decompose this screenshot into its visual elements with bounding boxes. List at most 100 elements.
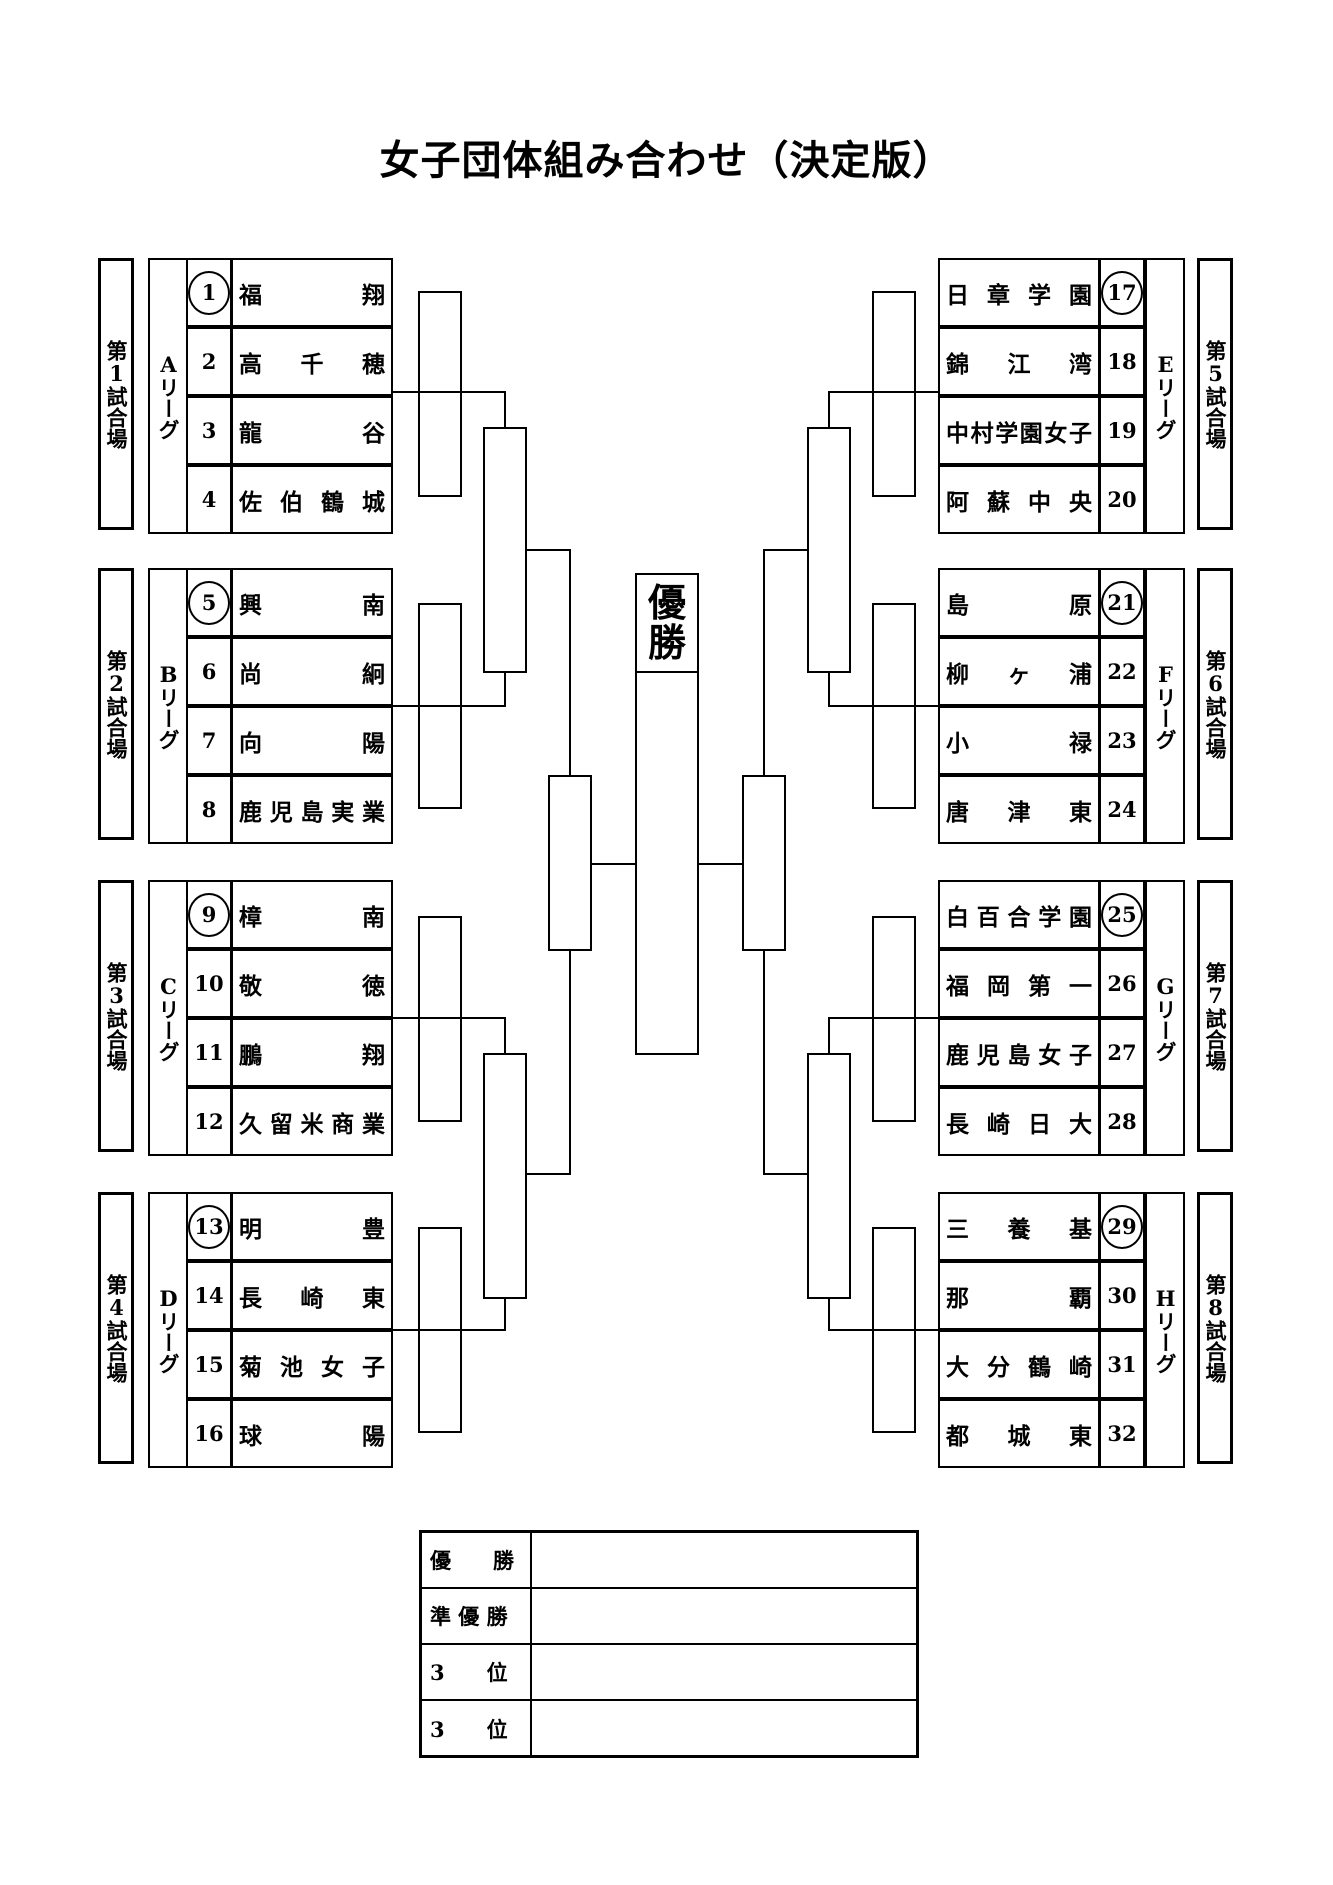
team-name-cell: 那 覇 — [938, 1261, 1100, 1330]
team-name: 福 翔 — [239, 281, 385, 309]
venue-box: 第2試合場 — [98, 568, 134, 840]
venue-box: 第1試合場 — [98, 258, 134, 530]
team-name: 阿蘇中央 — [946, 488, 1092, 516]
team-name-cell: 福 翔 — [231, 258, 393, 327]
team-name-cell: 柳 ヶ 浦 — [938, 637, 1100, 706]
league-box: Bリーグ — [148, 568, 188, 844]
team-name-cell: 中村学園女子 — [938, 396, 1100, 465]
venue-label: 第2試合場 — [104, 649, 129, 759]
bracket-line — [526, 549, 571, 776]
team-name-cell: 日章学園 — [938, 258, 1100, 327]
team-number-text: 28 — [1107, 1109, 1137, 1134]
team-name: 尚 絅 — [239, 660, 385, 688]
bracket-box — [807, 1053, 851, 1299]
venue-box: 第4試合場 — [98, 1192, 134, 1464]
team-number: 28 — [1099, 1087, 1145, 1156]
bracket-line — [828, 672, 938, 707]
venue-label: 第4試合場 — [104, 1273, 129, 1383]
team-number-text: 18 — [1107, 349, 1137, 374]
team-name-cell: 向 陽 — [231, 706, 393, 775]
team-name: 長崎日大 — [946, 1110, 1092, 1138]
team-name: 鹿児島実業 — [239, 798, 385, 826]
team-name: 樟 南 — [239, 903, 385, 931]
result-value[interactable] — [532, 1589, 916, 1643]
team-name-cell: 高 千 穂 — [231, 327, 393, 396]
result-value[interactable] — [532, 1533, 916, 1587]
seed-circle: 1 — [188, 270, 230, 315]
bracket-box — [483, 1053, 527, 1299]
team-number-text: 20 — [1107, 487, 1137, 512]
team-number-text: 24 — [1107, 797, 1137, 822]
team-number-text: 1 — [201, 280, 217, 305]
team-number-text: 2 — [201, 349, 217, 374]
team-name: 向 陽 — [239, 729, 385, 757]
team-name-cell: 久留米商業 — [231, 1087, 393, 1156]
team-name: 都 城 東 — [946, 1422, 1092, 1450]
team-number-text: 9 — [201, 902, 217, 927]
result-value[interactable] — [532, 1701, 916, 1757]
champion-label-char: 優 — [647, 580, 686, 626]
team-number: 17 — [1099, 258, 1145, 327]
team-number-text: 19 — [1107, 418, 1137, 443]
team-number: 11 — [186, 1018, 232, 1087]
result-label: 準 優 勝 — [422, 1589, 532, 1643]
team-name: 小 禄 — [946, 729, 1092, 757]
team-name: 柳 ヶ 浦 — [946, 660, 1092, 688]
seed-circle: 5 — [188, 580, 230, 625]
team-name-cell: 興 南 — [231, 568, 393, 637]
team-name-cell: 長崎日大 — [938, 1087, 1100, 1156]
team-number: 32 — [1099, 1399, 1145, 1468]
team-number: 7 — [186, 706, 232, 775]
bracket-box — [872, 291, 916, 497]
team-name: 興 南 — [239, 591, 385, 619]
result-row-third: 3 位 — [422, 1645, 916, 1701]
team-name-cell: 大分鶴崎 — [938, 1330, 1100, 1399]
team-number-text: 4 — [201, 487, 217, 512]
venue-label: 第7試合場 — [1203, 961, 1228, 1071]
team-number-text: 23 — [1107, 728, 1137, 753]
bracket-line — [393, 672, 506, 707]
team-number: 26 — [1099, 949, 1145, 1018]
team-name: 白百合学園 — [946, 903, 1092, 931]
team-name: 球 陽 — [239, 1422, 385, 1450]
team-name-cell: 佐伯鶴城 — [231, 465, 393, 534]
team-name-cell: 鵬 翔 — [231, 1018, 393, 1087]
team-number: 18 — [1099, 327, 1145, 396]
team-name: 大分鶴崎 — [946, 1353, 1092, 1381]
league-label: Aリーグ — [156, 352, 181, 440]
team-number: 25 — [1099, 880, 1145, 949]
team-number: 16 — [186, 1399, 232, 1468]
team-name-cell: 錦 江 湾 — [938, 327, 1100, 396]
result-row-runner-up: 準 優 勝 — [422, 1589, 916, 1645]
team-name: 長 崎 東 — [239, 1284, 385, 1312]
team-number: 12 — [186, 1087, 232, 1156]
team-name-cell: 福岡第一 — [938, 949, 1100, 1018]
league-label: Fリーグ — [1153, 662, 1178, 750]
result-row-champion: 優 勝 — [422, 1533, 916, 1589]
team-name-cell: 鹿児島実業 — [231, 775, 393, 844]
seed-circle: 17 — [1101, 270, 1143, 315]
team-number-text: 25 — [1107, 902, 1137, 927]
venue-box: 第8試合場 — [1197, 1192, 1233, 1464]
team-number-text: 8 — [201, 797, 217, 822]
result-value[interactable] — [532, 1645, 916, 1699]
team-number: 23 — [1099, 706, 1145, 775]
venue-label: 第6試合場 — [1203, 649, 1228, 759]
team-number-text: 10 — [194, 971, 224, 996]
team-number-text: 14 — [194, 1283, 224, 1308]
team-name: 三 養 基 — [946, 1215, 1092, 1243]
bracket-box — [483, 427, 527, 673]
team-name-cell: 島 原 — [938, 568, 1100, 637]
bracket-line — [393, 1017, 506, 1054]
team-number-text: 27 — [1107, 1040, 1137, 1065]
team-number-text: 30 — [1107, 1283, 1137, 1308]
team-number: 27 — [1099, 1018, 1145, 1087]
team-name: 島 原 — [946, 591, 1092, 619]
result-label: 優 勝 — [422, 1533, 532, 1587]
team-number-text: 13 — [194, 1214, 224, 1239]
team-number: 2 — [186, 327, 232, 396]
team-name: 佐伯鶴城 — [239, 488, 385, 516]
team-number-text: 22 — [1107, 659, 1137, 684]
team-number-text: 32 — [1107, 1421, 1137, 1446]
